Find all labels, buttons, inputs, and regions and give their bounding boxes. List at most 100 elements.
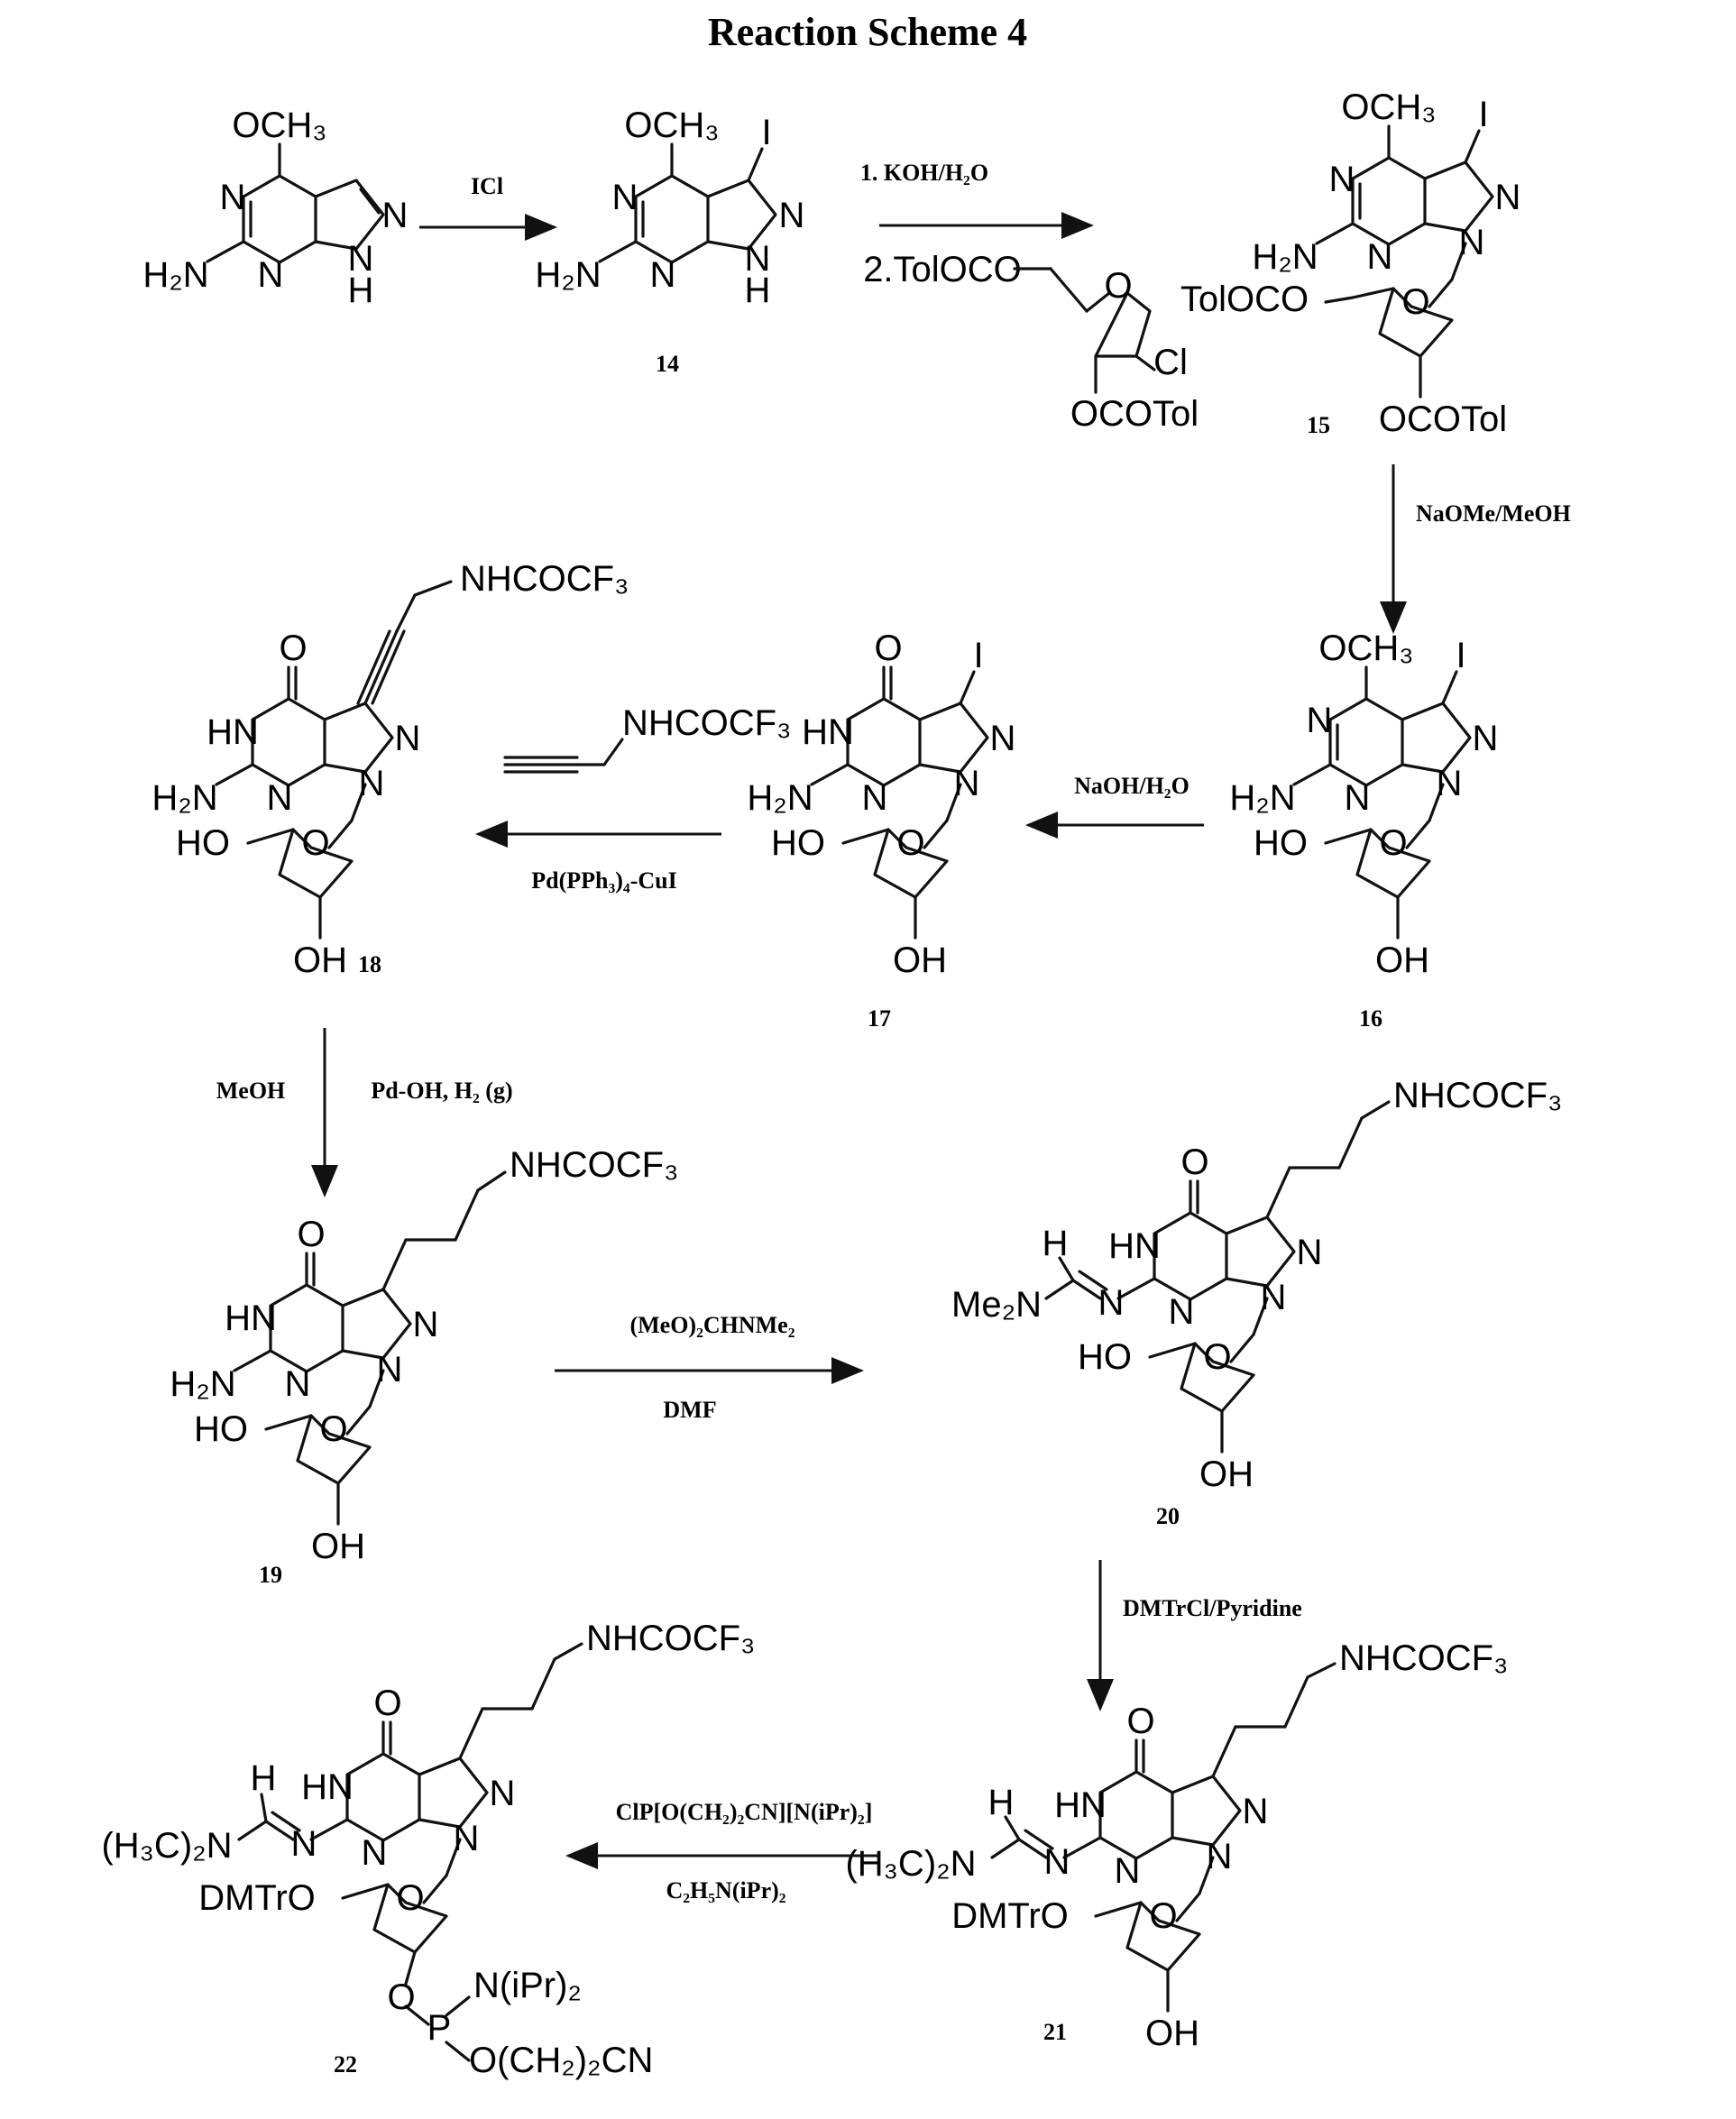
h3c2n-label: (H₃C)₂N (845, 1844, 976, 1884)
o-label: O (1104, 266, 1132, 306)
phosphorus-label: P (427, 2008, 452, 2048)
n-label: N (454, 1819, 480, 1858)
n-label: N (779, 196, 805, 235)
n-label: N (220, 178, 246, 217)
nhcocf3-label: NHCOCF₃ (1339, 1638, 1508, 1678)
reagent-naome: NaOMe/MeOH (1416, 500, 1571, 527)
hn-label: HN (225, 1298, 277, 1338)
hn-label: HN (802, 712, 854, 752)
h-label: H (988, 1783, 1015, 1822)
n-label: N (382, 196, 409, 235)
iodo-label: I (1478, 95, 1488, 134)
h2n-label: H₂N (142, 255, 208, 295)
reagent-dipea: C₂H₅N(iPr)₂ (666, 1877, 785, 1903)
compound-number-17: 17 (868, 1005, 891, 1032)
h2n-label: H₂N (152, 778, 217, 818)
h2n-label: H₂N (1229, 778, 1295, 818)
oh-label: OH (1375, 940, 1429, 980)
ho-label: HO (194, 1409, 248, 1449)
n-label: N (1207, 1837, 1233, 1876)
n-label: N (285, 1364, 311, 1404)
compound-number-18: 18 (358, 951, 381, 977)
reagent-nhcocf3: NHCOCF₃ (622, 703, 791, 743)
compound-20-structure (1046, 1102, 1389, 1452)
n-label: N (612, 178, 638, 217)
hn-label: HN (301, 1767, 354, 1807)
chloro-sugar-structure (1015, 269, 1154, 392)
propargyl-reagent-structure (505, 739, 622, 772)
iodo-label: I (1456, 636, 1465, 675)
reagent-koh: 1. KOH/H₂O (860, 160, 988, 186)
h2n-label: H₂N (1252, 237, 1318, 277)
compound-number-16: 16 (1359, 1005, 1382, 1032)
compound-number-19: 19 (259, 1562, 282, 1588)
och3-label: OCH₃ (1318, 628, 1413, 668)
h3c2n-label: (H₃C)₂N (101, 1826, 232, 1866)
n-label: N (1495, 178, 1521, 217)
h2n-label: H₂N (170, 1364, 235, 1404)
niPr2-label: N(iPr)₂ (473, 1966, 582, 2005)
nhcocf3-label: NHCOCF₃ (1393, 1076, 1562, 1115)
n-label: N (1169, 1292, 1195, 1332)
h-label: H (251, 1758, 277, 1798)
hn-label: HN (1054, 1785, 1107, 1825)
compound-number-21: 21 (1043, 2019, 1067, 2045)
tolocoo-label: TolOCO (1180, 280, 1309, 319)
n-label: N (1243, 1792, 1269, 1831)
compound-number-14: 14 (656, 351, 679, 377)
n-label: N (258, 255, 284, 295)
o-label: O (319, 1409, 347, 1449)
reagent-tolocoo: 2.TolOCO (863, 250, 1022, 289)
h-label: H (1043, 1224, 1069, 1263)
reagent-icl: ICl (471, 173, 503, 199)
compound-number-20: 20 (1156, 1503, 1180, 1529)
oh-label: OH (893, 940, 947, 980)
n-label: N (650, 255, 676, 295)
n-label: N (1367, 237, 1393, 277)
och2cn-label: O(CH₂)₂CN (469, 2041, 653, 2080)
reagent-pd-cui: Pd(PPh₃)₄-CuI (531, 867, 676, 894)
reagent-dmtrcl: DMTrCl/Pyridine (1123, 1595, 1302, 1621)
o-label: O (874, 628, 902, 668)
hn-label: HN (1108, 1226, 1161, 1266)
oh-label: OH (1199, 1454, 1254, 1494)
ho-label: HO (176, 823, 230, 863)
scheme-title: Reaction Scheme 4 (708, 10, 1027, 54)
nhcocf3-label: NHCOCF₃ (510, 1145, 678, 1185)
o-label: O (1180, 1142, 1208, 1182)
n-label: N (359, 764, 385, 803)
nhcocf3-label: NHCOCF₃ (460, 559, 629, 599)
n-label: N (1044, 1842, 1070, 1882)
o-label: O (297, 1215, 325, 1254)
ho-label: HO (771, 823, 825, 863)
reagent-dmfdma: (MeO)₂CHNMe₂ (629, 1312, 795, 1338)
compound-21-structure (992, 1664, 1335, 2011)
ho-label: HO (1254, 823, 1308, 863)
o-label: O (279, 628, 307, 668)
n-label: N (413, 1305, 439, 1344)
n-label: N (1307, 701, 1333, 740)
compound-19-structure (234, 1172, 505, 1524)
och3-label: OCH₃ (1341, 87, 1436, 127)
n-label: N (1473, 719, 1499, 758)
n-label: N (1329, 160, 1355, 199)
h2n-label: H₂N (747, 778, 813, 818)
n-label: N (990, 719, 1016, 758)
oh-label: OH (293, 940, 347, 980)
dmtro-label: DMTrO (951, 1896, 1069, 1936)
n-label: N (490, 1774, 516, 1813)
n-label: N (1115, 1851, 1141, 1891)
n-label: N (377, 1350, 403, 1390)
n-label: N (862, 778, 888, 818)
h-label: H (348, 271, 374, 310)
iodo-label: I (761, 113, 771, 152)
compound-18-structure (216, 582, 451, 938)
o-label: O (373, 1683, 401, 1723)
reagent-phosphoramidite: ClP[O(CH₂)₂CN][N(iPr)₂] (616, 1799, 873, 1825)
o-label: O (396, 1878, 424, 1918)
ocotol-label: OCOTol (1379, 399, 1507, 439)
dmtro-label: DMTrO (198, 1878, 316, 1918)
n-label: N (1345, 778, 1371, 818)
o-label: O (1401, 282, 1429, 322)
